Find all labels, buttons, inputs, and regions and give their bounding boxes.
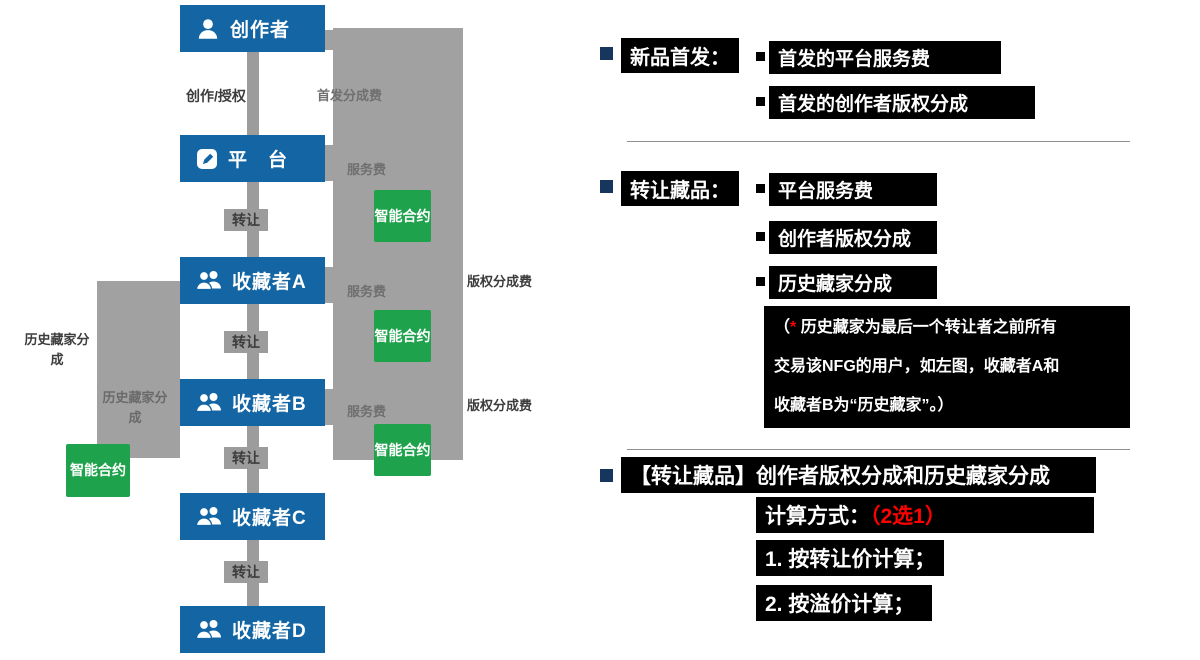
connector-stub-platform	[325, 145, 333, 181]
node-collector-c: 收藏者C	[180, 493, 325, 540]
people-icon	[195, 392, 221, 413]
connector-stub-collector-b	[325, 389, 333, 425]
node-label: 收藏者B	[232, 394, 307, 415]
fee-label-copyright-share-1: 版权分成费	[467, 274, 533, 289]
section2-item2-bullet-icon	[756, 232, 765, 241]
section1-title: 新品首发：	[621, 38, 739, 73]
node-creator: 创作者	[180, 5, 325, 52]
smart-contract-box-3: 智能合约	[374, 424, 431, 476]
divider-1	[627, 141, 1130, 142]
note-line-3: 收藏者B为“历史藏家”。）	[774, 397, 954, 415]
fee-flow-bar	[333, 28, 463, 460]
node-label: 平 台	[228, 150, 289, 171]
edge-label-transfer-1: 转让	[224, 209, 268, 231]
section2-item-1: 平台服务费	[769, 173, 937, 206]
connector-stub-creator	[325, 30, 333, 50]
node-collector-a: 收藏者A	[180, 257, 325, 304]
people-icon	[195, 506, 221, 527]
edge-label-create-authorize: 创作/授权	[186, 88, 246, 104]
history-share-label-inner: 历史藏家分成	[102, 390, 168, 426]
section3-line-1: 【转让藏品】创作者版权分成和历史藏家分成	[621, 457, 1096, 493]
smart-contract-box-2: 智能合约	[374, 310, 431, 362]
asterisk-marker: *	[790, 319, 797, 336]
section2-item-3: 历史藏家分成	[769, 266, 937, 299]
fee-label-first-issue-share: 首发分成费	[317, 88, 383, 103]
flow-main-line	[247, 28, 259, 632]
node-label: 收藏者D	[232, 621, 307, 642]
history-share-label-outer: 历史藏家分成	[24, 332, 90, 368]
section3-bullet-icon	[600, 469, 613, 482]
note-open-paren: （	[774, 319, 791, 336]
person-icon	[198, 18, 218, 39]
pen-document-icon	[197, 148, 217, 169]
node-collector-d: 收藏者D	[180, 606, 325, 653]
section2-item-2: 创作者版权分成	[769, 221, 937, 254]
edge-label-transfer-2: 转让	[224, 331, 268, 353]
edge-label-transfer-3: 转让	[224, 447, 268, 469]
fee-label-copyright-share-2: 版权分成费	[467, 398, 533, 413]
edge-label-transfer-4: 转让	[224, 561, 268, 583]
note-line-2: 交易该NFG的用户，如左图，收藏者A和	[774, 358, 1060, 376]
section2-bullet-icon	[600, 180, 613, 193]
smart-contract-box-4: 智能合约	[66, 444, 130, 497]
section1-item1-bullet-icon	[756, 52, 765, 61]
section1-item2-bullet-icon	[756, 97, 765, 106]
people-icon	[195, 619, 221, 640]
section3-item-1: 1. 按转让价计算；	[756, 540, 945, 576]
fee-label-service-1: 服务费	[347, 162, 387, 177]
section3-line-2: 计算方式：（2选1）	[756, 497, 1094, 533]
section2-item3-bullet-icon	[756, 277, 765, 286]
smart-contract-box-1: 智能合约	[374, 190, 431, 242]
node-collector-b: 收藏者B	[180, 379, 325, 426]
section3-item-2: 2. 按溢价计算；	[756, 585, 932, 621]
section2-item1-bullet-icon	[756, 184, 765, 193]
history-collector-note: （* 历史藏家为最后一个转让者之前所有 交易该NFG的用户，如左图，收藏者A和 …	[764, 306, 1130, 428]
connector-stub-collector-a	[325, 267, 333, 303]
section1-item-1: 首发的平台服务费	[769, 41, 1001, 74]
note-line-1: （* 历史藏家为最后一个转让者之前所有	[774, 308, 1120, 347]
fee-label-service-3: 服务费	[347, 404, 387, 419]
section2-title: 转让藏品：	[621, 171, 739, 206]
node-label: 收藏者A	[232, 272, 307, 293]
fee-label-service-2: 服务费	[347, 284, 387, 299]
node-platform: 平 台	[180, 135, 325, 182]
note-line1-text: 历史藏家为最后一个转让者之前所有	[800, 319, 1057, 336]
choose-one-badge: （2选1）	[870, 505, 946, 528]
node-label: 收藏者C	[232, 508, 307, 529]
calc-method-label: 计算方式：	[765, 505, 870, 528]
node-label: 创作者	[230, 20, 291, 41]
section1-bullet-icon	[600, 47, 613, 60]
history-share-connector	[97, 281, 180, 458]
divider-2	[627, 449, 1130, 450]
section1-item-2: 首发的创作者版权分成	[769, 86, 1035, 119]
people-icon	[195, 270, 221, 291]
